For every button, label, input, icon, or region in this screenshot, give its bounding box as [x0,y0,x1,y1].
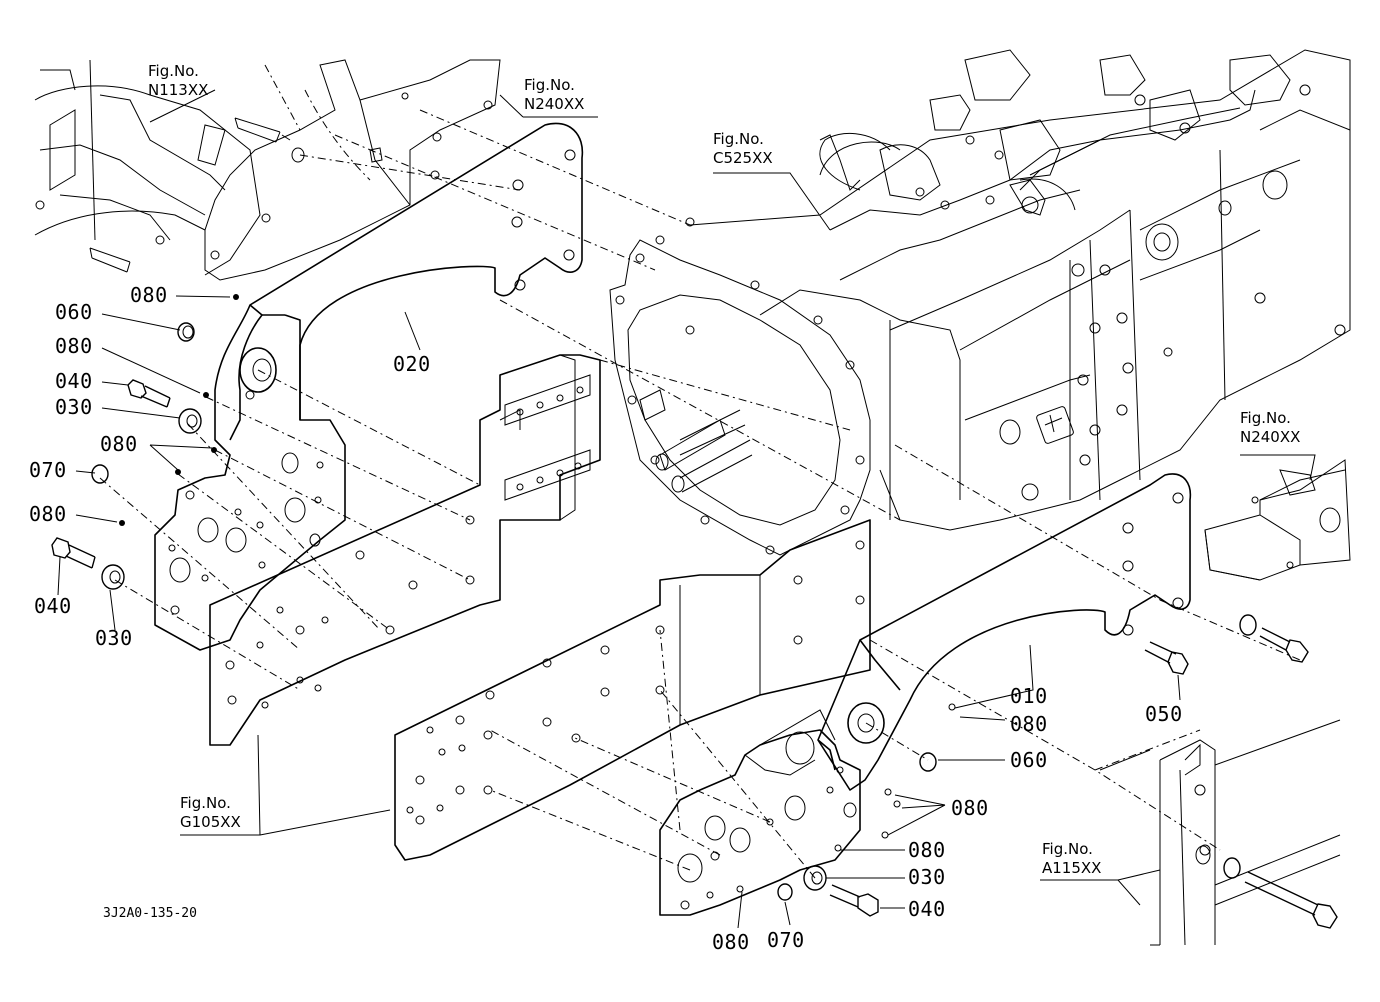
part-label-070: 070 [29,458,67,482]
part-label-020: 020 [393,352,431,376]
fig-ref-g105: Fig.No.G105XX [180,794,241,831]
part-label-070: 070 [767,928,805,952]
lower-mounting-plate [659,709,861,916]
front-weight-bracket-drawing [1099,719,1341,946]
part-label-080: 080 [1010,712,1048,736]
leader-lines [57,89,1316,929]
part-label-050: 050 [1145,702,1183,726]
part-label-040: 040 [908,897,946,921]
front-frame-drawing [34,59,305,276]
part-label-080: 080 [951,796,989,820]
fig-ref-n113: Fig.No.N113XX [148,62,209,99]
part-label-080: 080 [55,334,93,358]
fig-ref-n240-top: Fig.No.N240XX [524,76,585,113]
part-label-030: 030 [55,395,93,419]
part-label-040: 040 [55,369,93,393]
part-label-010: 010 [1010,684,1048,708]
part-label-060: 060 [55,300,93,324]
assembly-lines [99,109,1301,879]
front-support-plate-left [209,354,601,746]
drawing-code: 3J2A0-135-20 [103,906,197,921]
upper-bracket-drawing [204,59,501,281]
transmission-housing-drawing [609,49,1351,581]
fig-ref-c525: Fig.No.C525XX [713,130,773,167]
part-010-bracket [817,473,1192,791]
part-label-080: 080 [29,502,67,526]
part-label-060: 060 [1010,748,1048,772]
fasteners [51,294,1338,929]
fig-ref-a115: Fig.No.A115XX [1042,840,1102,877]
fig-ref-n240-right: Fig.No.N240XX [1240,409,1301,446]
part-label-030: 030 [95,626,133,650]
part-label-080: 080 [130,283,168,307]
part-label-040: 040 [34,594,72,618]
part-020-bracket [154,122,584,651]
part-label-080: 080 [908,838,946,862]
part-label-080: 080 [712,930,750,954]
part-label-080: 080 [100,432,138,456]
part-label-030: 030 [908,865,946,889]
front-support-plate-right [394,519,871,861]
